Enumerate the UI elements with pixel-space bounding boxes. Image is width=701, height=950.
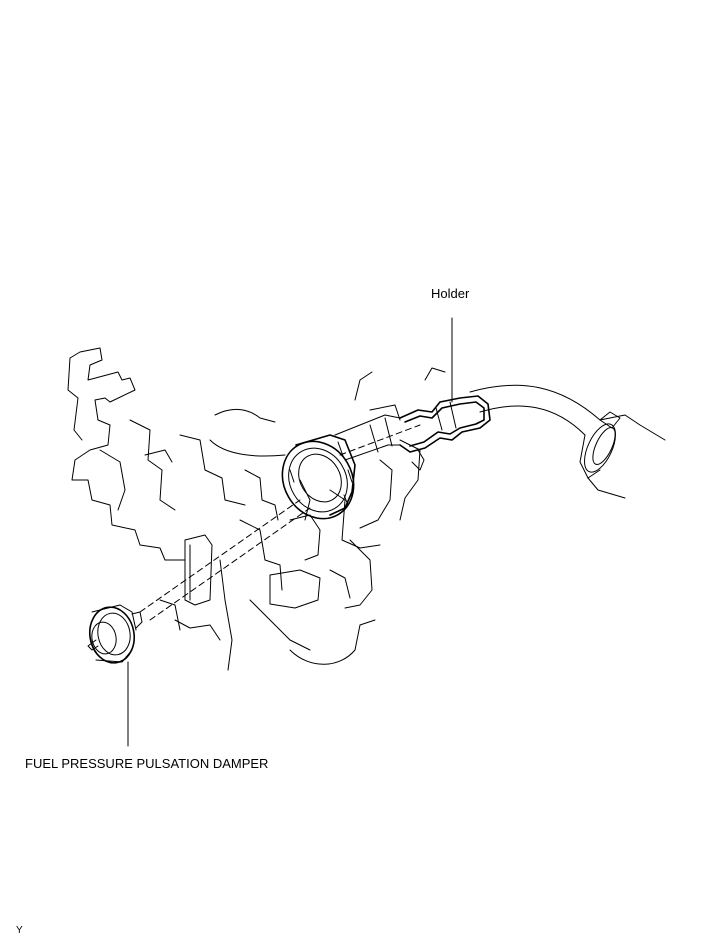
- installation-axis-line: [139, 424, 421, 621]
- holder-label: Holder: [431, 286, 470, 301]
- fuel-pressure-pulsation-damper-label: FUEL PRESSURE PULSATION DAMPER: [25, 756, 269, 771]
- fuel-pressure-pulsation-damper-part: [87, 604, 143, 664]
- corner-reference-label: Y: [16, 925, 23, 936]
- holder-clip: [399, 395, 491, 471]
- engine-background-outline: [67, 347, 446, 671]
- fuel-delivery-pipe: [469, 384, 666, 499]
- damper-mount-cup: [281, 434, 356, 520]
- damper-mount-pipe: [334, 414, 401, 461]
